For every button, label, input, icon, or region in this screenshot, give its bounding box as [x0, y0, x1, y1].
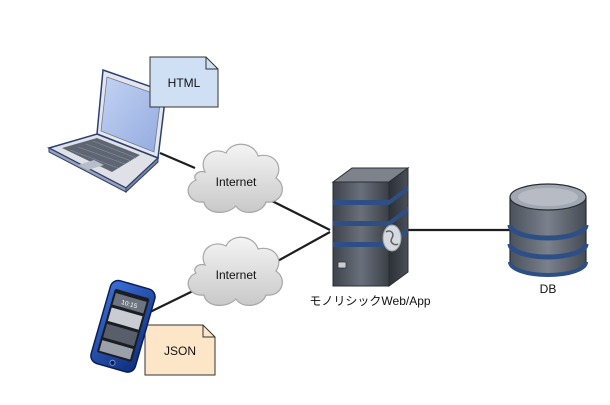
cloud-label: Internet: [215, 175, 257, 189]
json-document-note: [144, 324, 216, 376]
smartphone-icon: 10:15: [90, 279, 156, 373]
server-icon: [331, 167, 410, 287]
server-label: モノリシックWeb/App: [309, 294, 431, 308]
html-note-label: HTML: [167, 76, 201, 90]
database-icon: [507, 183, 589, 277]
cloud-icon: [187, 143, 283, 213]
html-document-note: [149, 56, 219, 108]
phone-clock-text: 10:15: [120, 299, 138, 310]
laptop-icon: [46, 68, 167, 194]
db-label: DB: [539, 282, 557, 296]
json-note-label: JSON: [163, 344, 196, 358]
cloud-icon: [187, 236, 283, 306]
cloud-label: Internet: [215, 268, 257, 282]
link-laptop-cloud1: [159, 151, 196, 170]
link-phone-cloud2: [149, 289, 196, 313]
